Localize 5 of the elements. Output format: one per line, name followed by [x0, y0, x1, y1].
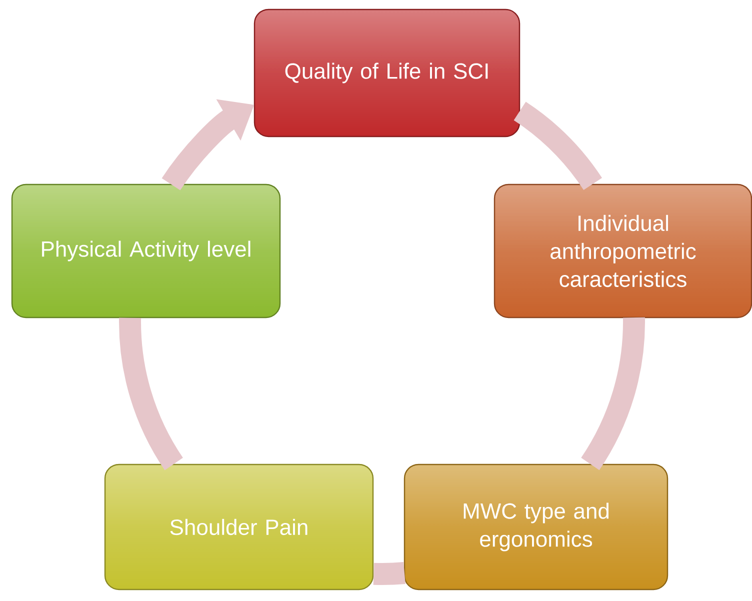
process-box: MWC type and ergonomics: [404, 464, 668, 590]
process-box: Individual anthropometric caracteristics: [494, 184, 752, 318]
process-box: Shoulder Pain: [104, 464, 374, 590]
process-box: Quality of Life in SCI: [254, 8, 520, 138]
process-box: Physical Activity level: [11, 184, 281, 318]
